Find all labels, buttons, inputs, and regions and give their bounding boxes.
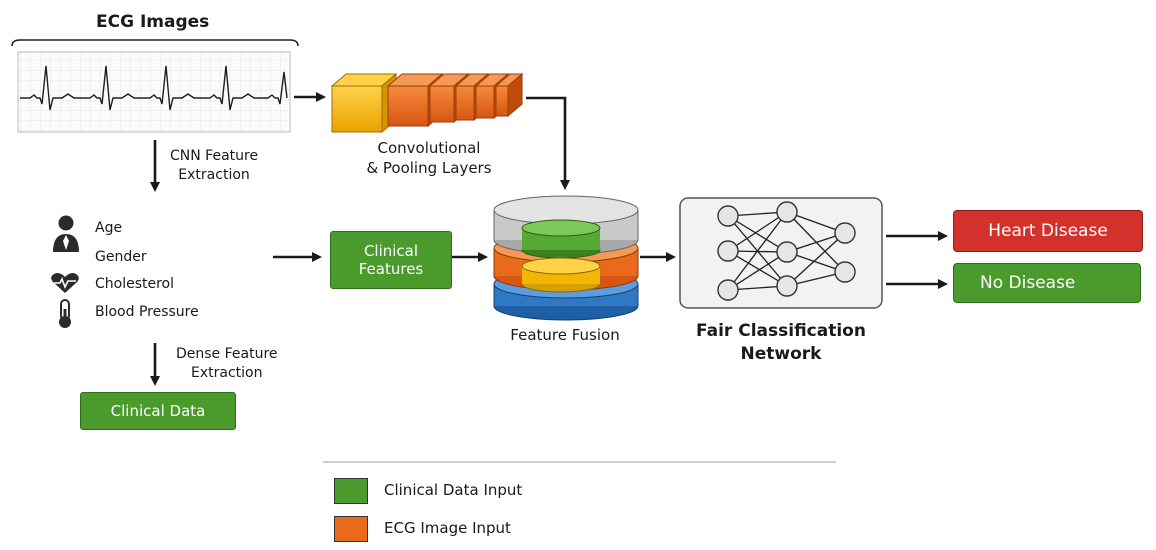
dense-label-line2: Extraction: [191, 365, 263, 381]
person-icon: [53, 215, 79, 252]
network-node: [776, 241, 798, 263]
output-heart-disease: Heart Disease: [953, 210, 1143, 252]
dense-label-line1: Dense Feature: [176, 346, 278, 362]
fusion-label: Feature Fusion: [510, 326, 620, 344]
clinical-features-line1: Clinical: [363, 242, 419, 260]
clinical-item-gender: Gender: [95, 249, 147, 265]
network-label-line2: Network: [740, 344, 822, 364]
legend-swatch-ecg: [334, 516, 368, 542]
thermometer-icon: [59, 299, 71, 328]
network-node: [717, 240, 739, 262]
conv-label-line2: & Pooling Layers: [366, 159, 492, 177]
network-edge: [727, 211, 788, 252]
legend-label-clinical: Clinical Data Input: [384, 481, 523, 499]
heart-icon: [51, 273, 79, 293]
clinical-item-age: Age: [95, 220, 123, 236]
network-edge: [727, 215, 788, 253]
cnn-label-line2: Extraction: [178, 167, 250, 183]
clinical-features-line2: Features: [358, 260, 424, 278]
legend-swatch-clinical: [334, 478, 368, 504]
clinical-features-box: Clinical Features: [330, 231, 452, 289]
network-edge: [727, 211, 788, 291]
heart-disease-label: Heart Disease: [988, 221, 1108, 241]
conv-layers: [330, 72, 524, 134]
network-node: [717, 205, 739, 227]
ecg-strip: [17, 51, 291, 133]
network-edge: [727, 251, 788, 291]
ecg-waveform: [20, 65, 288, 111]
clinical-data-label: Clinical Data: [110, 402, 206, 420]
fusion-stack: [493, 195, 639, 321]
cnn-label-line1: CNN Feature: [170, 148, 259, 164]
clinical-item-cholesterol: Cholesterol: [95, 276, 175, 292]
network-node: [717, 279, 739, 301]
cnn-feature-label: CNN Feature Extraction: [170, 147, 258, 185]
network-node: [776, 275, 798, 297]
network-edge: [786, 232, 846, 287]
output-no-disease: No Disease: [953, 263, 1141, 303]
network-label: Fair Classification Network: [690, 320, 872, 366]
network-node: [776, 201, 798, 223]
network-node: [834, 261, 856, 283]
no-disease-label: No Disease: [980, 273, 1076, 293]
network-edge: [727, 250, 788, 287]
conv-label: Convolutional & Pooling Layers: [354, 138, 504, 178]
dense-feature-label: Dense Feature Extraction: [176, 345, 278, 383]
clinical-data-box: Clinical Data: [80, 392, 236, 430]
ecg-title: ECG Images: [96, 12, 210, 32]
conv-label-line1: Convolutional: [377, 139, 481, 157]
legend-label-ecg: ECG Image Input: [384, 519, 511, 537]
neural-network: [679, 197, 883, 309]
ecg-brace: [11, 39, 299, 47]
network-label-line1: Fair Classification: [696, 321, 866, 341]
clinical-item-blood-pressure: Blood Pressure: [95, 304, 199, 320]
network-node: [834, 222, 856, 244]
